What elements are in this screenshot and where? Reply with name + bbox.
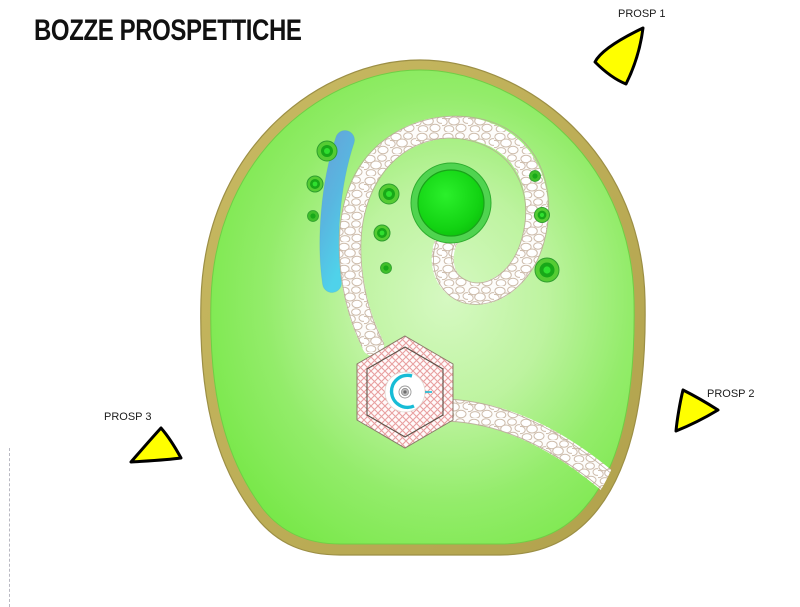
- view-label-prosp2: PROSP 2: [707, 388, 755, 400]
- granule: [380, 262, 392, 274]
- endoplasmic-reticulum-spiral: [339, 116, 549, 356]
- granule: [316, 140, 338, 162]
- er-spiral-outer-arm: [339, 116, 549, 356]
- hexagon-organelle: [356, 335, 454, 449]
- blue-rod-organelle: [319, 130, 355, 293]
- view-cone-prosp3[interactable]: [129, 426, 183, 464]
- view-cone-prosp2[interactable]: [674, 388, 720, 433]
- er-band-edges: [338, 115, 623, 502]
- granule: [529, 170, 541, 182]
- granule-group: [306, 140, 560, 283]
- granule: [378, 183, 400, 205]
- granule: [534, 207, 550, 223]
- nucleus: [410, 162, 492, 244]
- page-title: BOZZE PROSPETTICHE: [34, 14, 302, 47]
- page-guide-line: [9, 448, 10, 607]
- granule: [306, 175, 324, 193]
- granule: [373, 224, 391, 242]
- er-tail-band: [439, 399, 628, 501]
- granule: [307, 210, 319, 222]
- granule: [534, 257, 560, 283]
- view-cone-prosp1[interactable]: [593, 26, 645, 86]
- view-label-prosp1: PROSP 1: [618, 8, 666, 20]
- view-label-prosp3: PROSP 3: [104, 411, 152, 423]
